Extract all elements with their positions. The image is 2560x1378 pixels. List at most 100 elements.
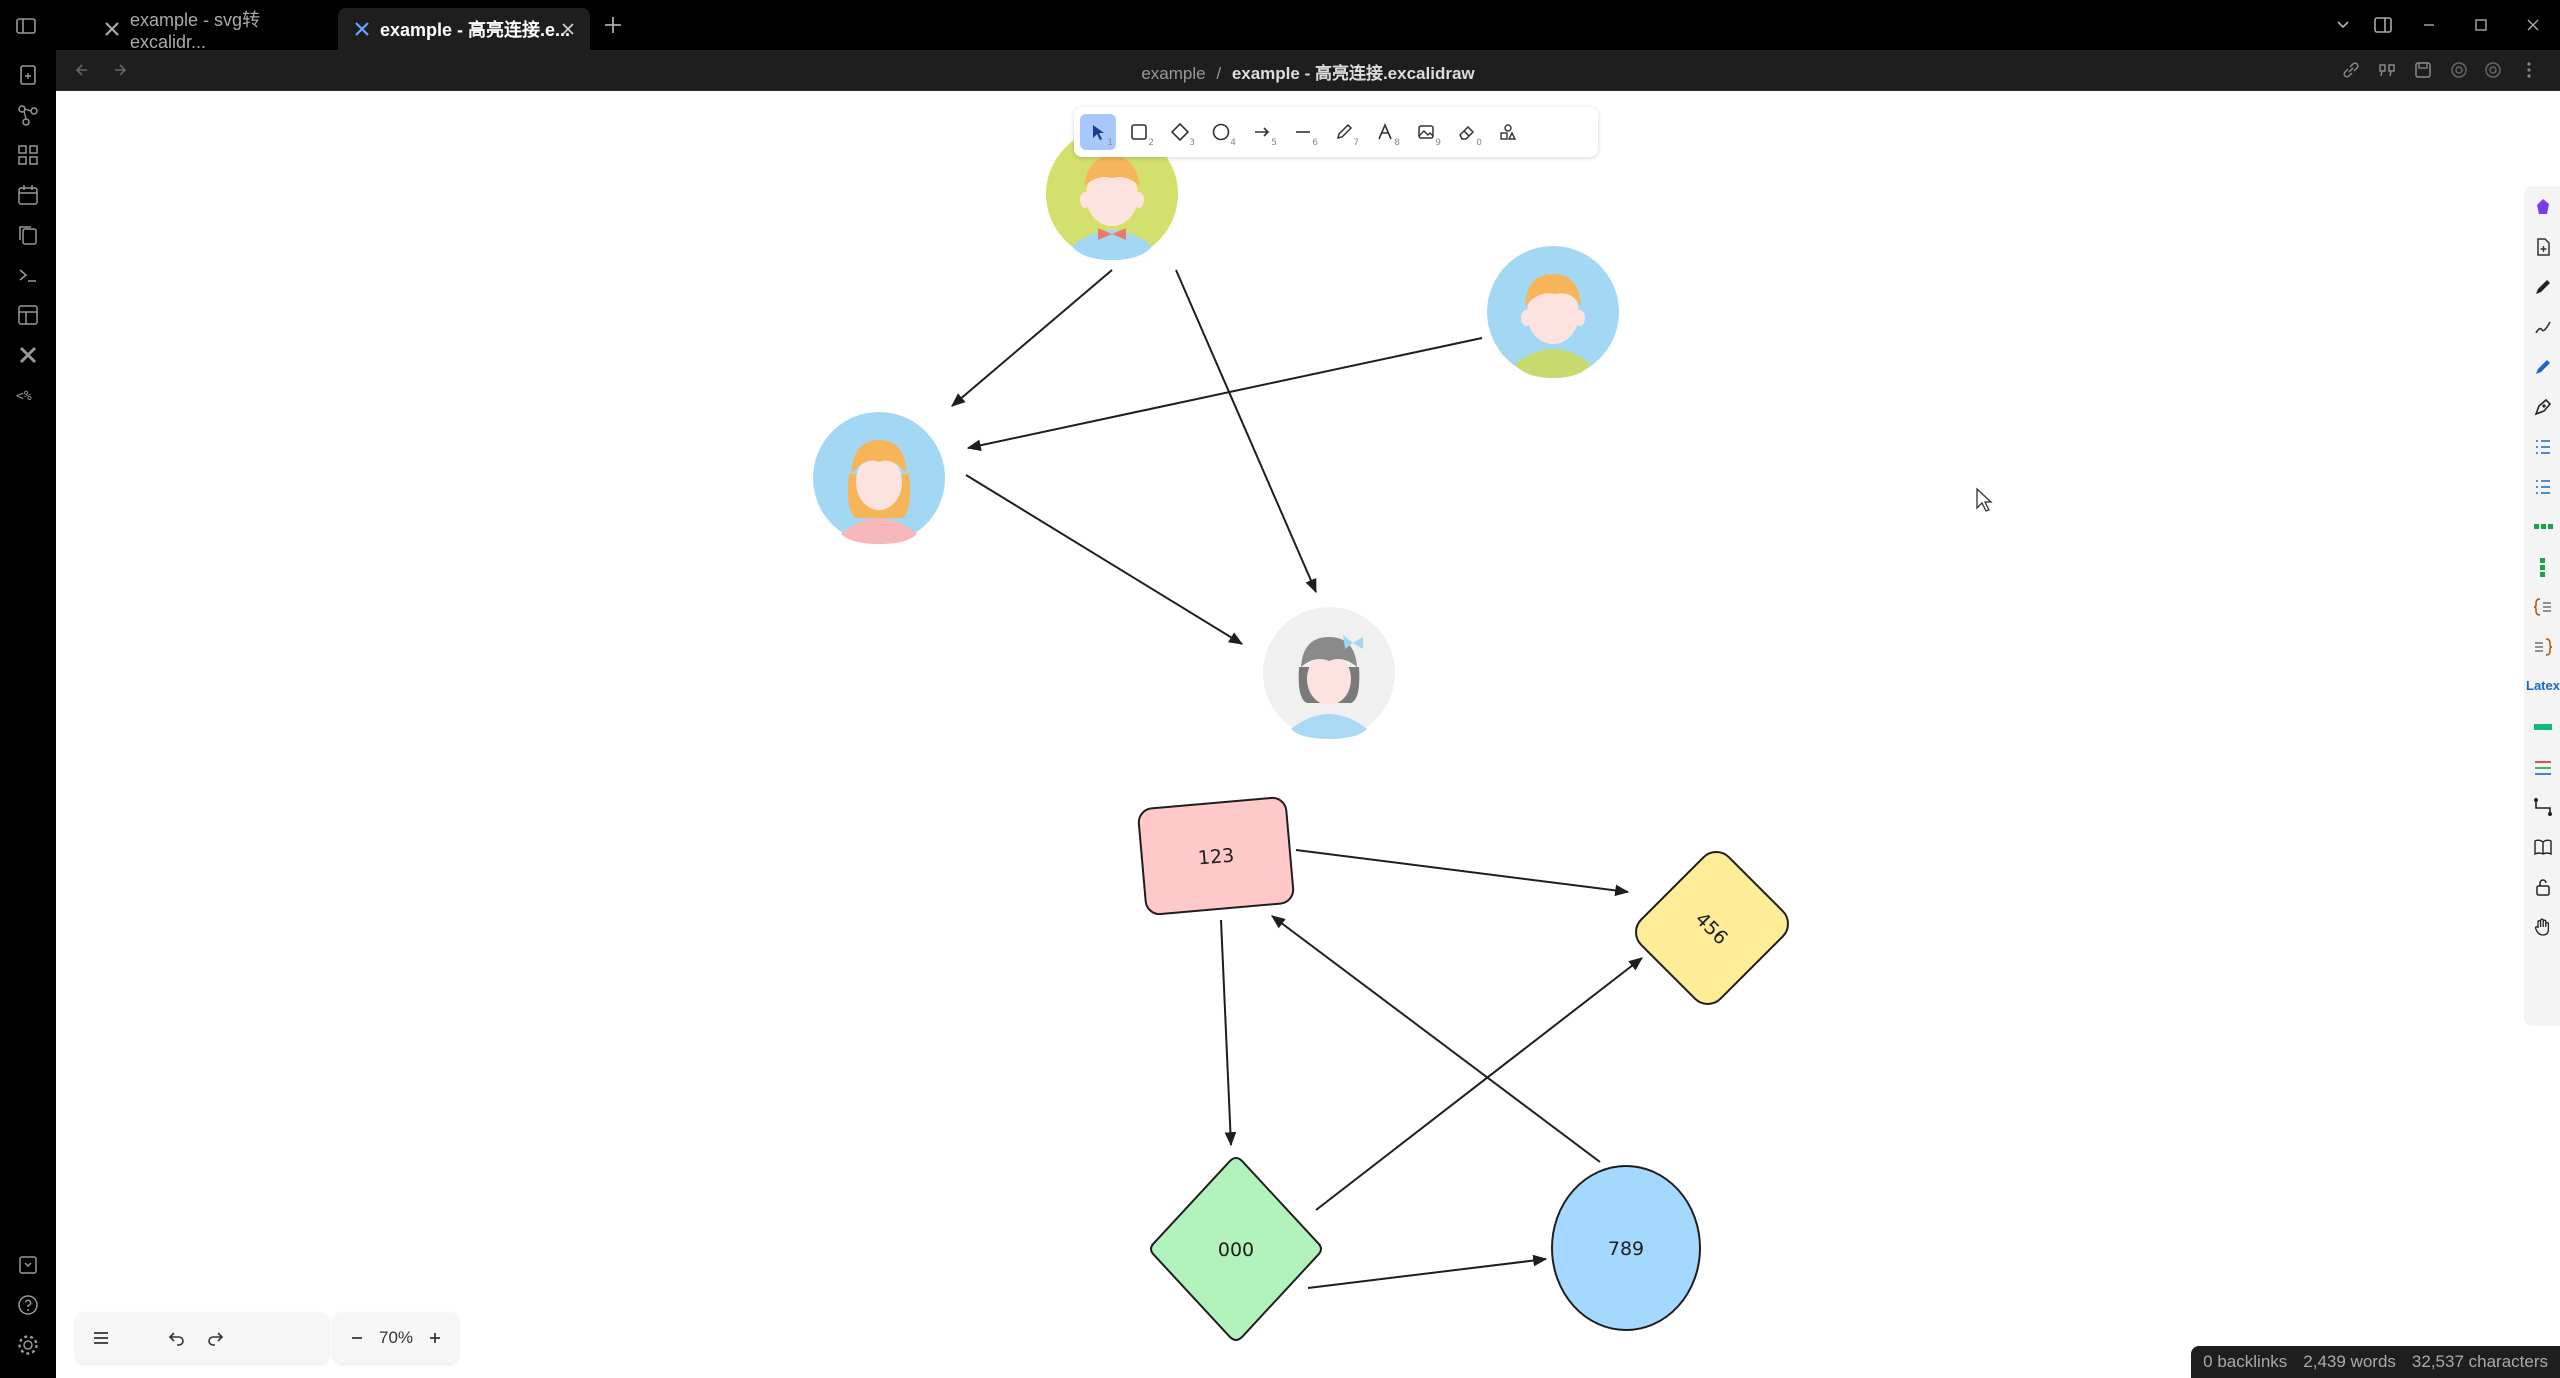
graph-view-icon[interactable] — [15, 102, 41, 128]
shortcut-label: 7 — [1353, 138, 1359, 148]
lock-open-icon[interactable] — [2532, 876, 2554, 898]
breadcrumb-file[interactable]: example - 高亮连接.excalidraw — [1232, 64, 1475, 83]
brace-right-icon[interactable] — [2532, 636, 2554, 658]
markdown-view-icon[interactable] — [2376, 59, 2398, 81]
arrow-000-to-456[interactable] — [1316, 958, 1642, 1210]
shape-ellipse-789[interactable]: 789 — [1552, 1166, 1700, 1330]
excalidraw-icon — [352, 19, 372, 39]
status-bar: 0 backlinks 2,439 words 32,537 character… — [2191, 1346, 2560, 1378]
backlinks-count[interactable]: 0 backlinks — [2203, 1352, 2287, 1372]
tab-list-chevron-icon[interactable] — [2332, 14, 2354, 36]
shapes-more-icon — [1498, 122, 1518, 142]
templater-icon[interactable]: <% — [15, 382, 41, 408]
highlight-icon[interactable] — [2532, 716, 2554, 738]
calendar-icon[interactable] — [15, 182, 41, 208]
tool-text[interactable]: 8 — [1367, 114, 1403, 150]
svg-text:<%: <% — [16, 389, 32, 404]
pen-icon[interactable] — [2532, 276, 2554, 298]
tool-rectangle[interactable]: 2 — [1121, 114, 1157, 150]
tool-diamond[interactable]: 3 — [1162, 114, 1198, 150]
arrow-123-to-456[interactable] — [1296, 850, 1628, 892]
more-options-icon[interactable] — [2518, 59, 2540, 81]
sidebar-toggle-icon[interactable] — [14, 14, 38, 38]
shortcut-label: 3 — [1189, 138, 1195, 148]
window-close-icon[interactable] — [2522, 14, 2544, 36]
bullet-list-icon[interactable] — [2532, 436, 2554, 458]
maximize-icon[interactable] — [2470, 14, 2492, 36]
target-icon[interactable] — [2448, 59, 2470, 81]
help-icon[interactable] — [15, 1292, 41, 1318]
undo-icon[interactable] — [164, 1325, 190, 1351]
horizontal-blocks-icon[interactable] — [2532, 516, 2554, 538]
tab-label: example - 高亮连接.e... — [380, 16, 570, 42]
character-count: 32,537 characters — [2412, 1352, 2548, 1372]
tool-eraser[interactable]: 0 — [1449, 114, 1485, 150]
zoom-level[interactable]: 70% — [374, 1328, 418, 1348]
obsidian-icon[interactable] — [2532, 196, 2554, 218]
tool-arrow[interactable]: 5 — [1244, 114, 1280, 150]
vertical-blocks-icon[interactable] — [2532, 556, 2554, 578]
fountain-pen-icon[interactable] — [2532, 396, 2554, 418]
arrow-top-to-left[interactable] — [952, 270, 1112, 406]
tool-more[interactable] — [1490, 114, 1526, 150]
shortcut-label: 5 — [1271, 138, 1277, 148]
strikethrough-lines-icon[interactable] — [2532, 756, 2554, 778]
open-book-icon[interactable] — [2532, 836, 2554, 858]
excalidraw-ribbon-icon[interactable] — [15, 342, 41, 368]
marker-pen-icon[interactable] — [2532, 356, 2554, 378]
zoom-out-icon[interactable] — [344, 1325, 370, 1351]
tool-image[interactable]: 9 — [1408, 114, 1444, 150]
arrow-789-to-123[interactable] — [1272, 916, 1600, 1162]
avatar-boy-right[interactable] — [1487, 246, 1619, 378]
new-tab-icon[interactable] — [600, 12, 626, 38]
arrow-123-to-000[interactable] — [1221, 920, 1231, 1145]
vault-switcher-icon[interactable] — [15, 1252, 41, 1278]
rectangle-icon — [1129, 122, 1149, 142]
tab-highlight-connection[interactable]: example - 高亮连接.e... — [338, 8, 590, 50]
terminal-icon[interactable] — [15, 262, 41, 288]
arrow-top-to-center[interactable] — [1176, 270, 1316, 592]
split-view-icon[interactable] — [2372, 14, 2394, 36]
command-palette-icon[interactable] — [15, 142, 41, 168]
link-icon[interactable] — [2340, 59, 2362, 81]
avatar-girl-left[interactable] — [813, 412, 945, 544]
tool-selection[interactable]: 1 — [1080, 114, 1116, 150]
redo-icon[interactable] — [202, 1325, 228, 1351]
minimize-icon[interactable] — [2418, 14, 2440, 36]
new-file-icon[interactable] — [2532, 236, 2554, 258]
tool-line[interactable]: 6 — [1285, 114, 1321, 150]
image-icon — [1416, 122, 1436, 142]
close-tab-icon[interactable] — [558, 19, 578, 39]
breadcrumb-separator: / — [1216, 64, 1221, 83]
word-count: 2,439 words — [2303, 1352, 2396, 1372]
arrow-000-to-789[interactable] — [1308, 1259, 1546, 1288]
shape-rect-456[interactable]: 456 — [1629, 845, 1796, 1012]
numbered-list-icon[interactable] — [2532, 476, 2554, 498]
arrow-left-to-center[interactable] — [966, 475, 1242, 644]
avatar-girl-center[interactable] — [1263, 607, 1395, 739]
brace-left-icon[interactable] — [2532, 596, 2554, 618]
tool-draw[interactable]: 7 — [1326, 114, 1362, 150]
connector-icon[interactable] — [2532, 796, 2554, 818]
text-icon — [1375, 122, 1395, 142]
tab-svg-to-excalidraw[interactable]: example - svg转excalidr... — [88, 8, 334, 50]
zoom-in-icon[interactable] — [422, 1325, 448, 1351]
latex-button[interactable]: Latex — [2526, 678, 2560, 693]
arrow-right-to-left[interactable] — [968, 338, 1482, 448]
signature-pen-icon[interactable] — [2532, 316, 2554, 338]
shape-diamond-000[interactable]: 000 — [1151, 1158, 1321, 1340]
settings-gear-icon[interactable] — [15, 1332, 41, 1358]
excalidraw-canvas[interactable]: 123 456 000 789 1 2 3 — [56, 91, 2560, 1378]
view-header: example / example - 高亮连接.excalidraw — [56, 50, 2560, 91]
hamburger-menu-icon[interactable] — [88, 1325, 114, 1351]
save-icon[interactable] — [2412, 59, 2434, 81]
target-alt-icon[interactable] — [2482, 59, 2504, 81]
breadcrumb-folder[interactable]: example — [1141, 64, 1205, 83]
quick-switcher-icon[interactable] — [15, 62, 41, 88]
tool-ellipse[interactable]: 4 — [1203, 114, 1239, 150]
shape-rect-123[interactable]: 123 — [1138, 797, 1295, 915]
hand-pan-icon[interactable] — [2532, 916, 2554, 938]
copy-template-icon[interactable] — [15, 222, 41, 248]
canvas-layout-icon[interactable] — [15, 302, 41, 328]
diamond-icon — [1170, 122, 1190, 142]
